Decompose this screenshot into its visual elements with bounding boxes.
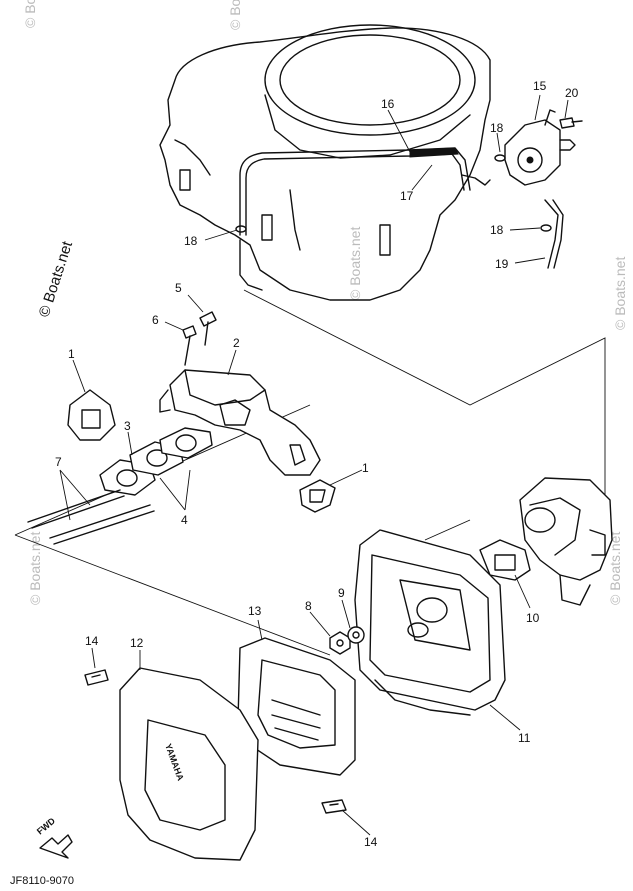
callout-20: 20 [565,86,579,100]
callout-18-right: 18 [490,223,504,237]
fuel-pump [504,109,576,186]
clips-18 [235,154,552,233]
air-filter-element [237,637,356,776]
callout-12: 12 [130,636,144,650]
callout-5: 5 [175,281,182,295]
faint-watermarks: © Boats.net © Boats.net © Boats.net © Bo… [22,0,628,605]
callout-labels: 16 17 18 18 18 19 15 20 5 6 2 1 3 7 4 1 … [55,79,579,849]
watermark-faint-top-right: © Boats.net [227,0,243,30]
callout-1-right: 1 [362,461,369,475]
hose-19 [544,199,564,269]
carburetor [519,477,613,606]
callout-6: 6 [152,313,159,327]
screw-20 [559,117,583,129]
callout-1-top: 1 [68,347,75,361]
diagram-code: JF8110-9070 [10,875,74,887]
section-divider-right [424,519,471,541]
watermark-faint-right: © Boats.net [607,532,623,605]
callout-14-bottom: 14 [364,835,378,849]
gaskets-3-4 [99,427,213,496]
callout-18-top: 18 [490,121,504,135]
callout-9: 9 [338,586,345,600]
clips-14 [84,669,347,814]
callout-7: 7 [55,455,62,469]
leader-lines [72,94,569,836]
section-divider-upper [243,289,606,520]
callout-15: 15 [533,79,547,93]
studs-7 [27,469,155,545]
callout-13: 13 [248,604,262,618]
callout-18-left: 18 [184,234,198,248]
watermark-faint-mid: © Boats.net [347,227,363,300]
intake-manifold [159,369,321,476]
callout-8: 8 [305,599,312,613]
callout-19: 19 [495,257,509,271]
callout-4: 4 [181,513,188,527]
callout-14-top: 14 [85,634,99,648]
watermark-faint-top: © Boats.net [22,0,38,28]
gasket-1-lower [299,479,336,513]
gasket-1-upper [67,389,116,441]
air-cleaner-case [354,529,506,716]
fuel-pipe [239,147,491,291]
watermark-main: © Boats.net [36,238,77,319]
callout-2: 2 [233,336,240,350]
bolts-5-6 [182,311,217,366]
fwd-label: FWD [35,815,58,836]
watermark-faint-right-top: © Boats.net [612,257,628,330]
blower-housing [159,24,491,301]
nuts-8-9 [329,626,365,655]
callout-11: 11 [518,731,531,745]
callout-16: 16 [381,97,395,111]
forward-direction-arrow: FWD [35,815,73,859]
air-cleaner-cover: YAMAHA [119,667,259,861]
watermark-faint-left: © Boats.net [27,532,43,605]
callout-10: 10 [526,611,540,625]
callout-3: 3 [124,419,131,433]
callout-17: 17 [400,189,414,203]
